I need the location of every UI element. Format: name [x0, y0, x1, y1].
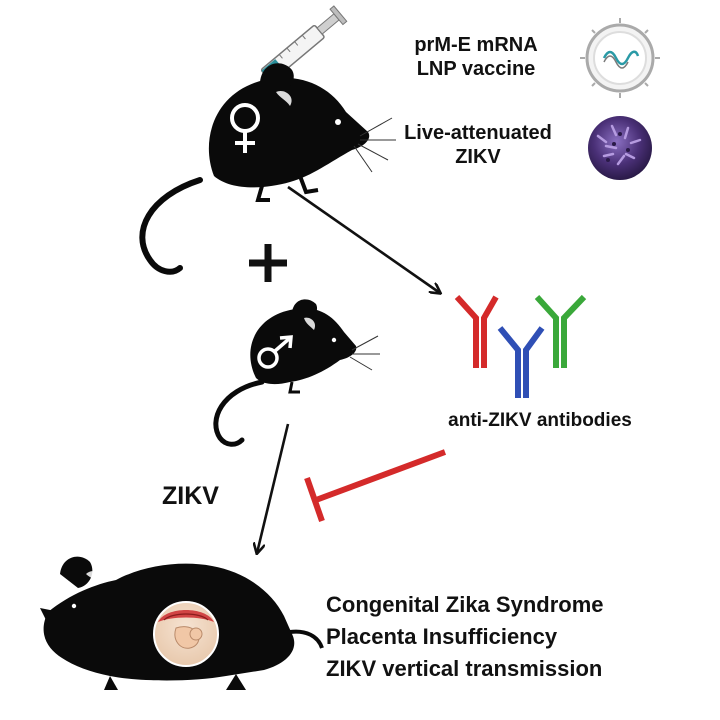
plus-sign	[249, 244, 287, 282]
inhibition-arrow	[304, 449, 447, 522]
female-symbol-icon	[230, 103, 260, 153]
outcome-item: ZIKV vertical transmission	[326, 656, 603, 681]
male-symbol-icon	[257, 335, 293, 369]
outcome-item: Placenta Insufficiency	[326, 624, 558, 649]
vaccine-label: prM-E mRNA LNP vaccine	[392, 34, 560, 81]
placenta-fetus-icon	[153, 601, 219, 667]
outcomes-list: Congenital Zika Syndrome Placenta Insuff…	[326, 589, 604, 685]
arrow-zikv-infection	[257, 423, 290, 553]
arrow-to-antibodies	[287, 185, 440, 293]
antibody-icon	[454, 294, 587, 398]
male-mouse	[213, 299, 380, 447]
live-attenuated-label-line2: ZIKV	[455, 145, 501, 168]
live-attenuated-label-line1: Live-attenuated	[404, 122, 552, 144]
zikv-label: ZIKV	[162, 482, 219, 510]
lnp-particle-icon	[580, 18, 660, 98]
outcome-item: Congenital Zika Syndrome	[326, 592, 604, 617]
vaccine-label-line2: LNP vaccine	[416, 57, 536, 80]
female-mouse	[139, 63, 396, 275]
live-attenuated-label: Live-attenuated ZIKV	[398, 122, 558, 169]
vaccine-label-line1: prM-E mRNA	[414, 34, 538, 56]
virus-particle-icon	[588, 116, 652, 180]
antibodies-label: anti-ZIKV antibodies	[448, 410, 632, 431]
